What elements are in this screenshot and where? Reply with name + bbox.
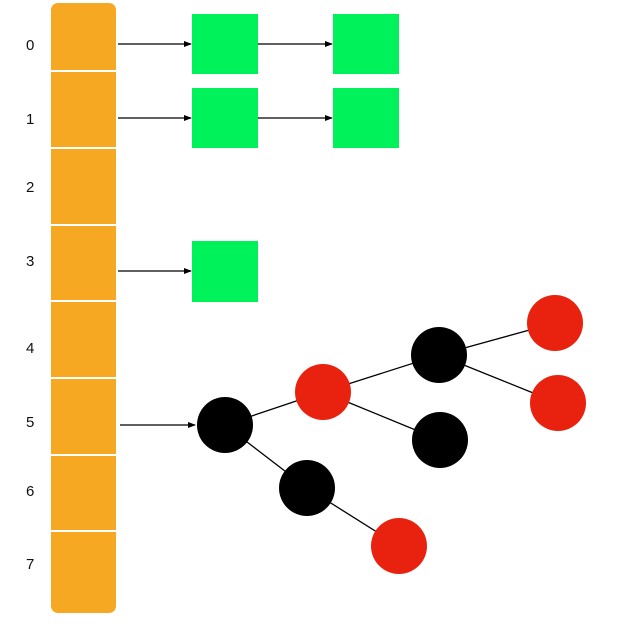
- tree-node-black: [197, 397, 253, 453]
- tree-nodes: [197, 295, 586, 574]
- list-node: [333, 14, 399, 74]
- tree-node-black: [411, 327, 467, 383]
- chain-bucket-3: [118, 241, 258, 302]
- bucket-index-label: 6: [26, 483, 34, 500]
- list-node: [192, 14, 258, 74]
- chain-bucket-0: [118, 14, 399, 74]
- list-node: [192, 241, 258, 302]
- bucket-dividers: [51, 70, 116, 532]
- bucket-array: [51, 3, 116, 613]
- tree-node-red: [371, 518, 427, 574]
- bucket-index-label: 0: [26, 37, 34, 54]
- tree-node-red: [527, 295, 583, 351]
- bucket-index-label: 4: [26, 340, 34, 357]
- bucket-index-label: 1: [26, 111, 34, 128]
- bucket-index-label: 2: [26, 179, 34, 196]
- bucket-index-label: 7: [26, 556, 34, 573]
- list-node: [192, 88, 258, 148]
- tree-node-black: [279, 460, 335, 516]
- tree-node-black: [412, 412, 468, 468]
- bucket-index-label: 5: [26, 414, 34, 431]
- tree-edges: [224, 322, 559, 547]
- tree-node-red: [530, 375, 586, 431]
- bucket-index-labels: 0 1 2 3 4 5 6 7: [26, 37, 34, 573]
- chain-bucket-1: [118, 88, 399, 148]
- tree-bucket-5: [120, 295, 586, 574]
- bucket-index-label: 3: [26, 253, 34, 270]
- bucket-array-body: [51, 3, 116, 613]
- tree-node-red: [295, 364, 351, 420]
- list-node: [333, 88, 399, 148]
